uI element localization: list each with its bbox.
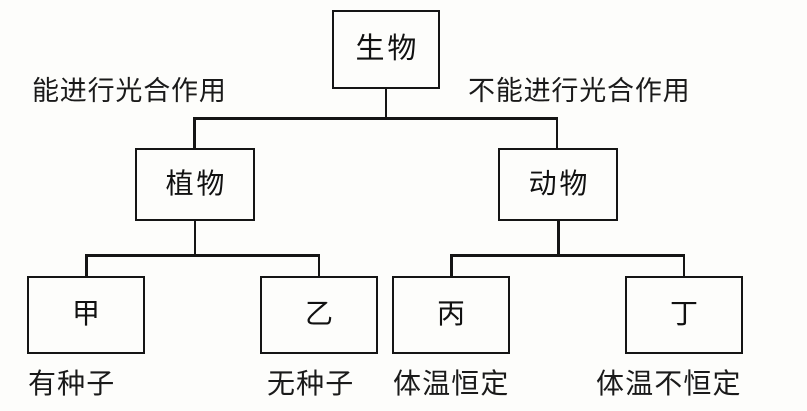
connector-animal-right-drop bbox=[682, 254, 685, 277]
node-leaf-ding: 丁 bbox=[625, 276, 743, 354]
connector-plant-right-drop bbox=[317, 254, 320, 277]
node-leaf-bing-label: 丙 bbox=[436, 297, 468, 330]
branch-label-photosynthesis-no: 不能进行光合作用 bbox=[468, 76, 691, 107]
connector-plant-left-drop bbox=[85, 254, 88, 277]
node-animal-label: 动物 bbox=[528, 166, 591, 200]
node-leaf-ding-label: 丁 bbox=[669, 297, 701, 330]
node-leaf-jia-label: 甲 bbox=[71, 297, 103, 330]
connector-level1-left-drop bbox=[193, 117, 196, 149]
connector-level1-bus bbox=[193, 117, 558, 120]
node-root-organism: 生物 bbox=[332, 10, 440, 89]
node-plant-label: 植物 bbox=[165, 166, 228, 200]
caption-yi: 无种子 bbox=[267, 367, 355, 400]
node-leaf-jia: 甲 bbox=[27, 276, 145, 354]
caption-jia: 有种子 bbox=[28, 367, 116, 400]
branch-label-photosynthesis-yes: 能进行光合作用 bbox=[32, 76, 227, 107]
node-plant: 植物 bbox=[135, 148, 255, 221]
connector-animal-stem bbox=[557, 220, 560, 256]
node-animal: 动物 bbox=[498, 148, 618, 221]
node-leaf-bing: 丙 bbox=[392, 276, 510, 354]
node-leaf-yi: 乙 bbox=[260, 276, 378, 354]
connector-plant-bus bbox=[85, 254, 319, 257]
node-leaf-yi-label: 乙 bbox=[304, 297, 336, 330]
caption-ding: 体温不恒定 bbox=[596, 367, 742, 400]
connector-animal-left-drop bbox=[450, 254, 453, 277]
connector-level1-right-drop bbox=[555, 117, 558, 149]
node-root-label: 生物 bbox=[355, 31, 420, 65]
caption-bing: 体温恒定 bbox=[393, 367, 510, 400]
connector-root-stem bbox=[384, 89, 387, 119]
connector-plant-stem bbox=[193, 220, 196, 256]
connector-animal-bus bbox=[450, 254, 684, 257]
